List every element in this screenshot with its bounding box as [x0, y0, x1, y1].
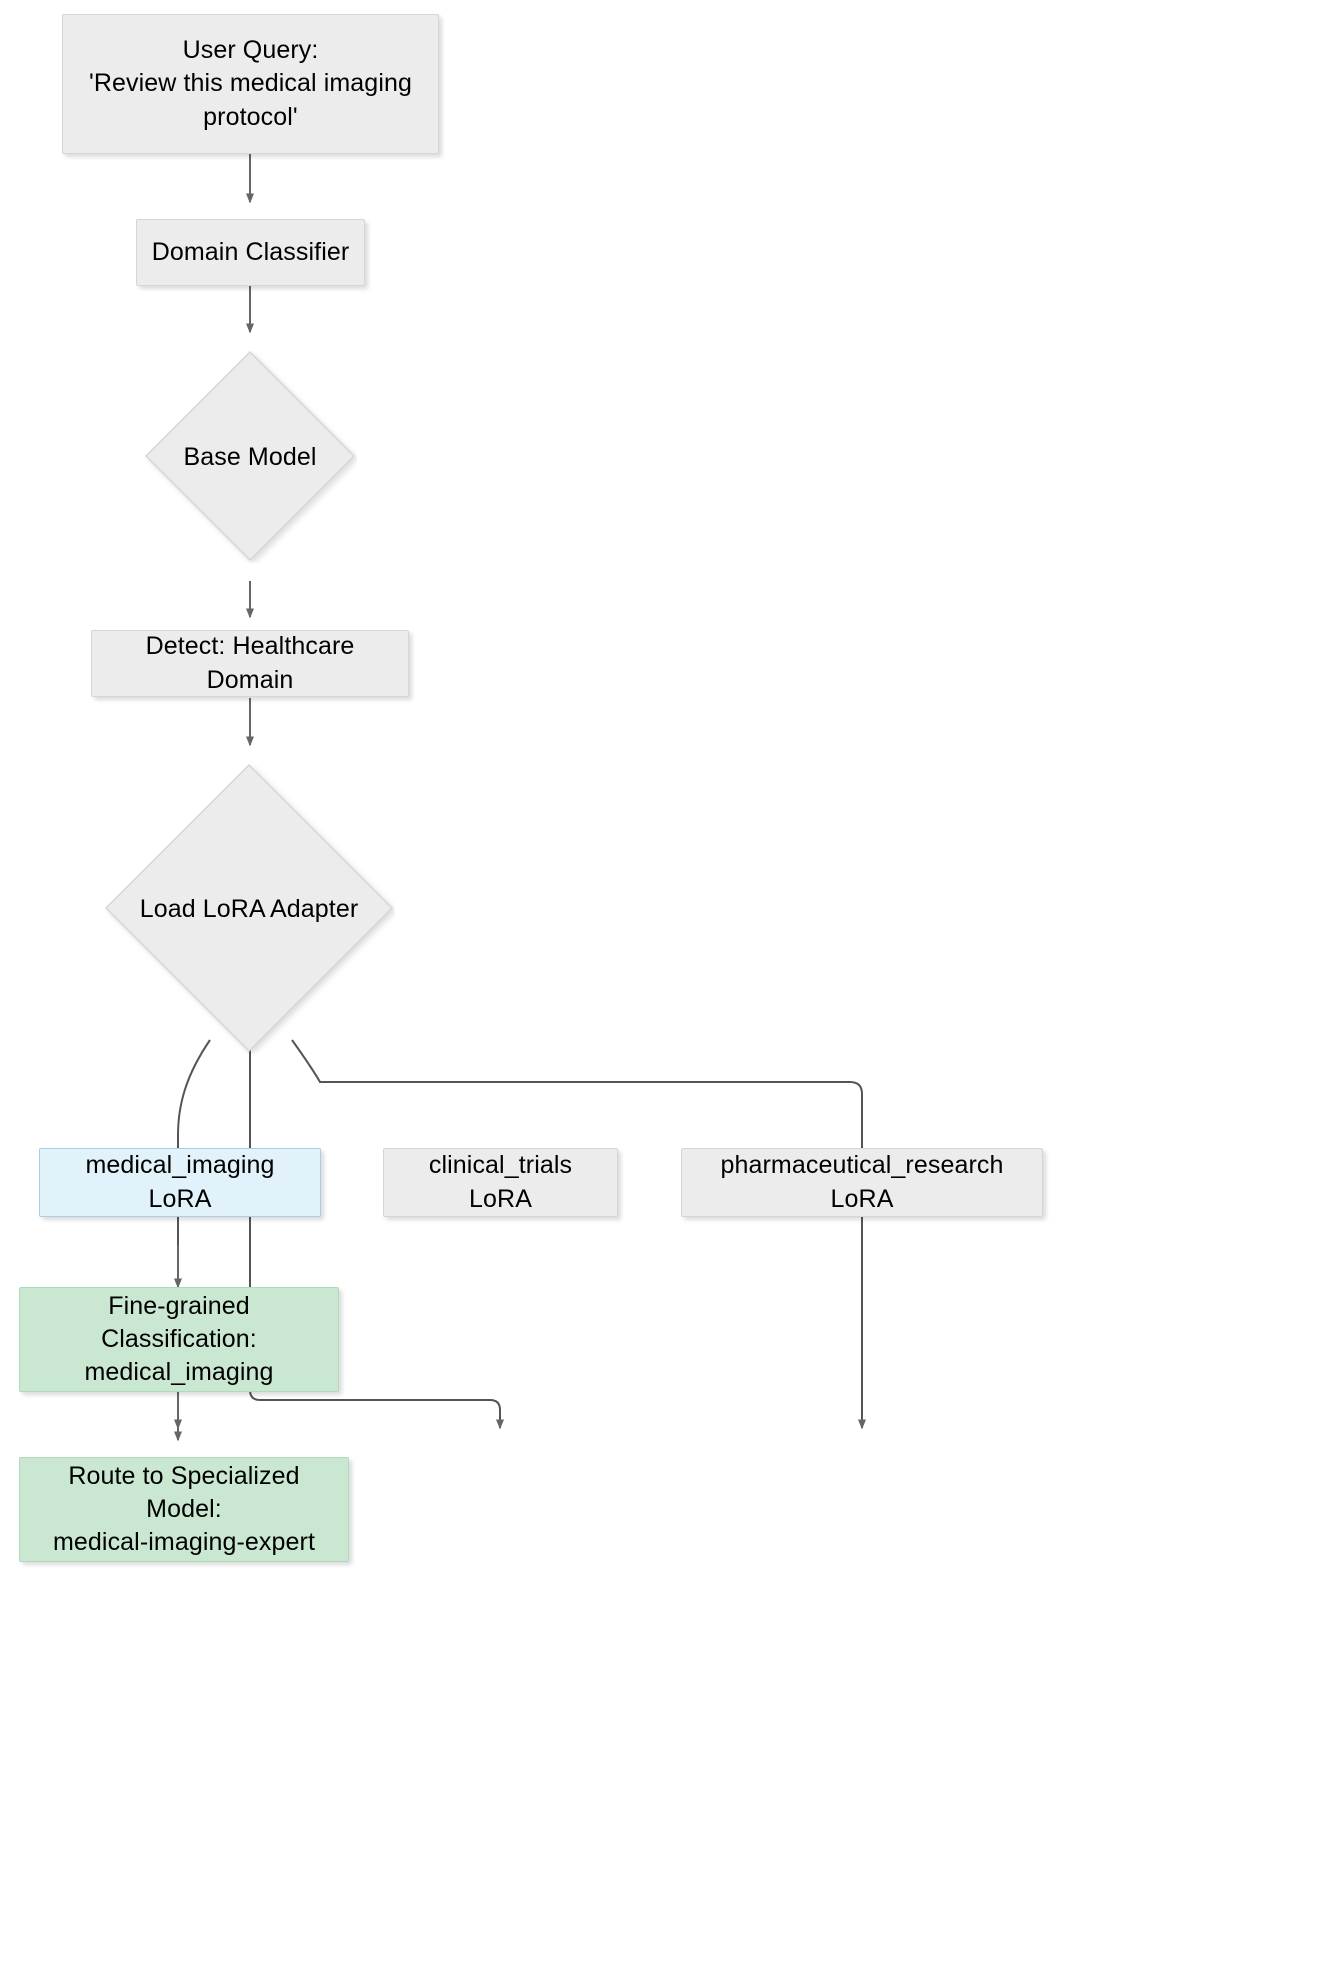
node-route-specialized-model[interactable]: Route to Specialized Model: medical-imag…	[19, 1457, 349, 1562]
node-fine-grained-classification-label: Fine-grained Classification: medical_ima…	[84, 1291, 274, 1387]
load-lora-adapter-diamond-shape	[104, 763, 394, 1053]
node-domain-classifier-label: Domain Classifier	[151, 237, 350, 266]
node-fine-grained-classification[interactable]: Fine-grained Classification: medical_ima…	[19, 1287, 339, 1392]
node-detect-healthcare-domain[interactable]: Detect: Healthcare Domain	[91, 630, 409, 697]
node-load-lora-adapter[interactable]: Load LoRA Adapter	[103, 762, 395, 1054]
node-load-lora-adapter-label: Load LoRA Adapter	[139, 895, 359, 923]
node-route-specialized-model-label: Route to Specialized Model: medical-imag…	[52, 1461, 316, 1557]
node-base-model-label: Base Model	[183, 443, 317, 471]
node-domain-classifier[interactable]: Domain Classifier	[136, 219, 365, 286]
node-detect-healthcare-domain-label: Detect: Healthcare Domain	[145, 632, 355, 694]
node-clinical-trials-lora-label: clinical_trials LoRA	[428, 1151, 573, 1213]
edge-load-lora-adapter-to-pharmaceutical-research-lora	[291, 1039, 866, 1430]
node-user-query-label: User Query: 'Review this medical imaging…	[89, 36, 412, 131]
node-base-model[interactable]: Base Model	[143, 349, 357, 563]
node-clinical-trials-lora[interactable]: clinical_trials LoRA	[383, 1148, 618, 1217]
node-pharmaceutical-research-lora-label: pharmaceutical_research LoRA	[720, 1151, 1004, 1213]
node-medical-imaging-lora-label: medical_imaging LoRA	[85, 1151, 275, 1213]
node-user-query[interactable]: User Query: 'Review this medical imaging…	[62, 14, 439, 154]
node-medical-imaging-lora[interactable]: medical_imaging LoRA	[39, 1148, 321, 1217]
node-pharmaceutical-research-lora[interactable]: pharmaceutical_research LoRA	[681, 1148, 1043, 1217]
base-model-diamond-shape	[144, 350, 356, 562]
